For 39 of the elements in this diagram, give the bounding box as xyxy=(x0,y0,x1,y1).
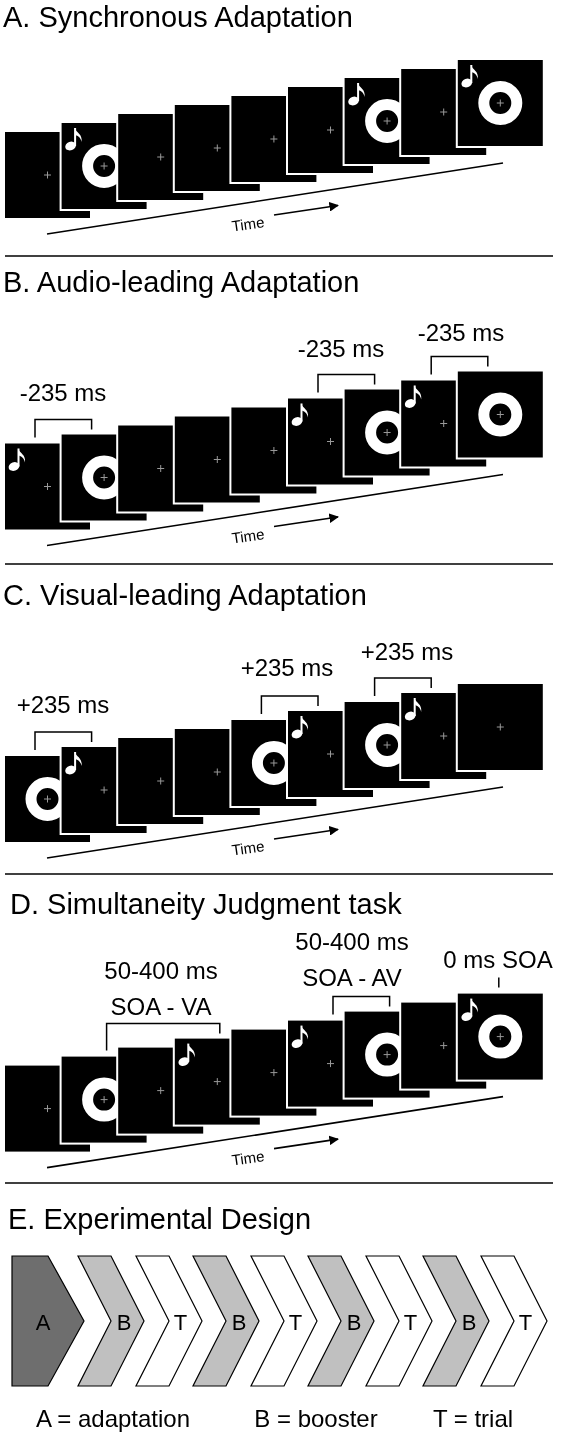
key-text: B = booster xyxy=(254,1405,378,1433)
interval-label: -235 ms xyxy=(417,319,505,347)
axis-label: Time xyxy=(230,213,266,235)
key-text: T = trial xyxy=(432,1405,514,1433)
step-letter: B xyxy=(231,1310,247,1336)
axis-label: Time xyxy=(230,1146,266,1169)
step-letter: T xyxy=(288,1310,303,1336)
interval-label: -235 ms xyxy=(19,379,107,407)
chevron-step xyxy=(480,1256,547,1386)
axis-label: Time xyxy=(230,837,266,859)
chevron-step xyxy=(135,1256,202,1386)
interval-label: +235 ms xyxy=(240,654,334,682)
panel-title: A. Synchronous Adaptation xyxy=(3,1,353,35)
chevron-step xyxy=(308,1256,374,1386)
interval-label: 50-400 ms SOA - AV xyxy=(294,927,410,993)
axis-label: Time xyxy=(230,524,266,547)
step-letter: B xyxy=(461,1310,477,1336)
chevron-step xyxy=(250,1256,317,1386)
chevron-step xyxy=(78,1256,144,1386)
panel-title: C. Visual-leading Adaptation xyxy=(3,579,367,613)
chevron-step xyxy=(12,1256,84,1386)
step-letter: T xyxy=(173,1310,188,1336)
chevron-step xyxy=(365,1256,432,1386)
panel-title: E. Experimental Design xyxy=(8,1203,312,1237)
panel-title: D. Simultaneity Judgment task xyxy=(10,888,402,922)
chevron-step xyxy=(193,1256,259,1386)
panel-title: B. Audio-leading Adaptation xyxy=(3,266,360,300)
step-letter: B xyxy=(116,1310,132,1336)
step-letter: A xyxy=(35,1310,51,1336)
step-letter: T xyxy=(518,1310,533,1336)
interval-label: -235 ms xyxy=(297,335,385,363)
interval-label: 0 ms SOA xyxy=(443,946,553,974)
chevron-step xyxy=(423,1256,489,1386)
interval-label: +235 ms xyxy=(16,691,110,719)
key-text: A = adaptation xyxy=(35,1405,191,1433)
interval-label: +235 ms xyxy=(360,638,454,666)
step-letter: T xyxy=(403,1310,418,1336)
step-letter: B xyxy=(346,1310,362,1336)
interval-label: 50-400 ms SOA - VA xyxy=(103,956,219,1022)
